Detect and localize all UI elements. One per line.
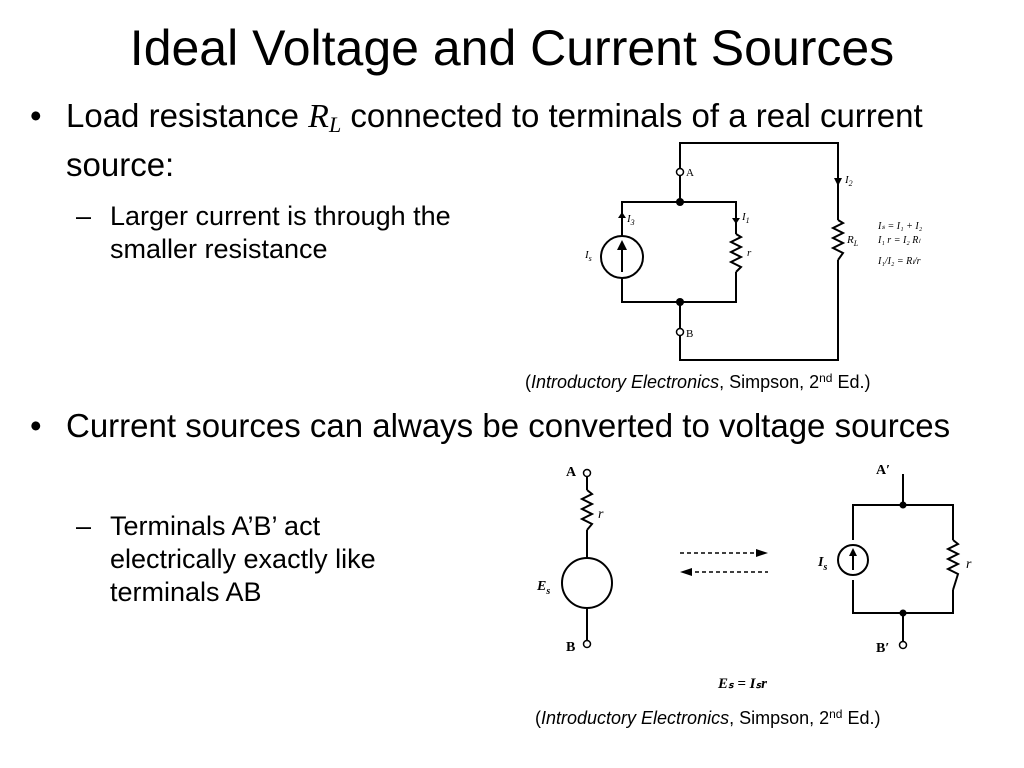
terminal-b [675, 327, 685, 337]
resistor-r [579, 489, 595, 531]
load-wire [679, 260, 839, 361]
slide-title: Ideal Voltage and Current Sources [129, 20, 895, 76]
resistor-rl [830, 219, 846, 261]
arrowhead-icon [732, 218, 740, 224]
terminal-b-prime [898, 640, 908, 650]
label-a: A [566, 465, 577, 480]
bullet1-pre: Load resistance [66, 97, 309, 134]
current-source-symbol [600, 235, 644, 279]
label-i1: I1 [741, 211, 750, 225]
equation-3: I₁/I₂ = Rₗ/r [877, 256, 921, 267]
loop-wire [852, 580, 954, 614]
label-is: Is [817, 555, 827, 573]
bullet-current-sources: • Current sources can always be converte… [30, 407, 951, 444]
label-is: Is [584, 249, 592, 263]
terminal-a [675, 167, 685, 177]
figure2-caption: (Introductory Electronics, Simpson, 2nd … [535, 707, 881, 728]
bullet1-post: connected to terminals of a real current… [66, 97, 923, 183]
label-a-prime: A′ [876, 463, 890, 478]
arrowhead-icon [618, 212, 626, 218]
arrowhead-icon [617, 240, 627, 250]
subbullet-dash: – [76, 511, 92, 541]
bullet-load-resistance: • Load resistance RL connected to termin… [30, 96, 986, 185]
label-i3: I3 [626, 213, 635, 227]
subbullet-larger-current: – Larger current is through the smaller … [76, 201, 451, 264]
resistor-r [728, 233, 744, 273]
label-b: B [686, 328, 693, 340]
equation-es: Eₛ = Iₛr [717, 676, 767, 692]
equation-2: I₁ r = I₂ Rₗ [877, 235, 921, 246]
subbullet-terminals: – Terminals A’B’ act electrically exactl… [76, 511, 376, 607]
label-a: A [686, 167, 694, 179]
figure1-caption: (Introductory Electronics, Simpson, 2nd … [525, 371, 871, 392]
current-source-symbol [837, 544, 869, 576]
bullet-dot: • [30, 407, 42, 444]
junction-dot [899, 501, 907, 509]
subbullet-dash: – [76, 201, 92, 231]
loop-wire [852, 504, 954, 540]
label-i2: I2 [844, 174, 853, 188]
equation-1: Iₛ = I₁ + I₂ [877, 221, 923, 232]
label-rl: RL [846, 234, 859, 248]
rl-variable: RL [308, 98, 342, 137]
label-b-prime: B′ [876, 641, 889, 656]
arrowhead-icon [756, 549, 768, 557]
label-r: r [747, 247, 752, 259]
label-r-right: r [966, 557, 972, 572]
label-b: B [566, 640, 575, 655]
terminal-b [582, 639, 592, 649]
voltage-source-symbol [561, 557, 613, 609]
arrowhead-icon [680, 568, 692, 576]
label-r-left: r [598, 507, 604, 522]
arrowhead-icon [834, 178, 842, 186]
resistor-r [945, 539, 961, 591]
label-es: Es [536, 579, 550, 597]
terminal-a [582, 468, 592, 478]
bullet-dot: • [30, 97, 42, 134]
arrowhead-icon [849, 548, 857, 556]
